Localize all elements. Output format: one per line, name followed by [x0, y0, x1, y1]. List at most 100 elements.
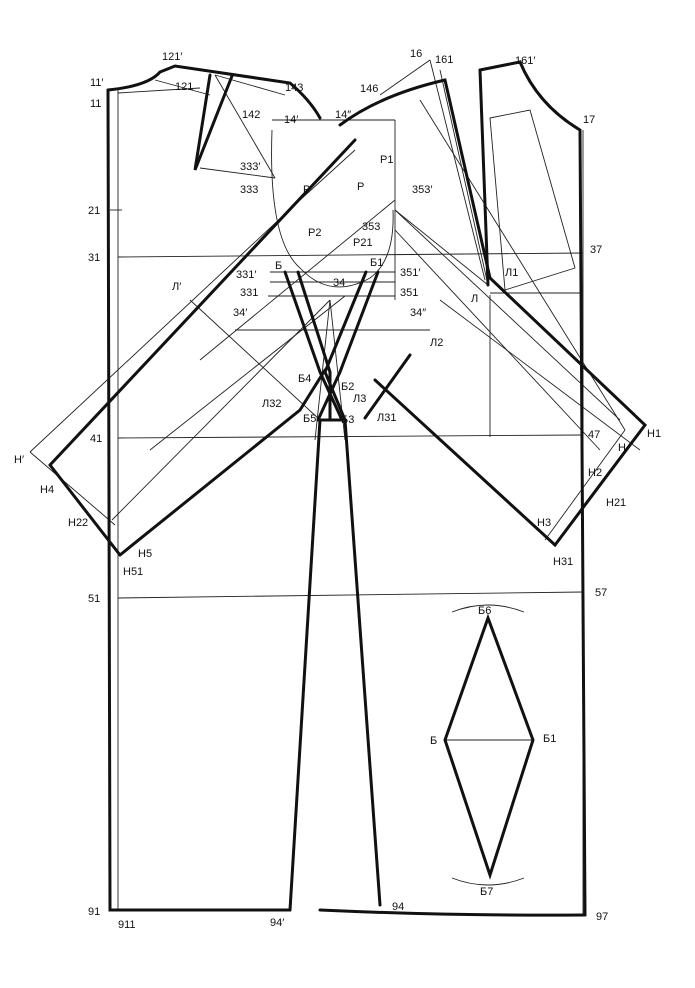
- shoulder-thin-1: [214, 74, 286, 96]
- label-16: 16: [410, 48, 422, 60]
- label-H3: Н3: [537, 517, 551, 529]
- label-P: Р: [357, 181, 364, 193]
- shoulder-16: [379, 59, 431, 96]
- label-B1d: Б1: [543, 733, 556, 745]
- sleeve-front-hem-thin: [544, 429, 626, 541]
- label-H: Н: [618, 442, 626, 454]
- label-911: 911: [118, 919, 136, 931]
- front-shoulder-rect: [489, 109, 576, 291]
- label-B6: Б6: [478, 605, 491, 617]
- label-H51: Н51: [123, 566, 143, 578]
- label-L: Л: [471, 293, 478, 305]
- label-11: 11: [90, 98, 101, 110]
- label-351: 351: [400, 287, 418, 299]
- label-H21: Н21: [606, 497, 626, 509]
- label-L32: Л32: [262, 398, 281, 410]
- center-panel: [288, 418, 382, 912]
- diag-L: [439, 299, 641, 451]
- label-B4: Б4: [298, 373, 311, 385]
- construction-lines: [29, 59, 641, 915]
- label-34p: 34′: [233, 307, 247, 319]
- diag-34: [149, 295, 346, 451]
- label-B1: Б1: [370, 257, 383, 269]
- label-B5: Б5: [303, 413, 316, 425]
- shoulder-121: [154, 79, 211, 96]
- sleeve-front-dart: [363, 353, 412, 420]
- sleeve-front-outer-thin: [419, 99, 626, 431]
- diag-P2: [199, 199, 396, 361]
- dart-thin-16: [429, 59, 486, 281]
- label-142: 142: [242, 109, 260, 121]
- label-34pp: 34″: [410, 307, 426, 319]
- label-121: 121: [175, 81, 193, 93]
- label-17: 17: [583, 114, 595, 126]
- sleeve-back-hem-thin: [29, 451, 116, 526]
- label-H4: Н4: [40, 484, 54, 496]
- label-47: 47: [588, 429, 600, 441]
- sleeve-back-top: [48, 138, 357, 467]
- cross-left-1: [283, 270, 344, 422]
- label-B7: Б7: [480, 886, 493, 898]
- label-331: 331: [240, 287, 258, 299]
- label-21: 21: [88, 205, 100, 217]
- label-353: 353: [362, 221, 380, 233]
- back-body-left-hem: [106, 88, 292, 912]
- label-34: 34: [333, 277, 345, 289]
- center-thin-1: [314, 299, 331, 441]
- line-41-47: [117, 434, 584, 439]
- label-L1: Л1: [505, 267, 518, 279]
- label-14p: 14′: [284, 114, 298, 126]
- dart-353: [394, 209, 489, 286]
- label-37: 37: [590, 244, 602, 256]
- label-41: 41: [90, 433, 102, 445]
- cross-right-1: [316, 270, 380, 422]
- label-57: 57: [595, 587, 607, 599]
- label-143: 143: [285, 82, 303, 94]
- label-B: Б: [275, 260, 282, 272]
- back-neck-shoulder: [106, 64, 322, 120]
- diag-353: [394, 229, 601, 451]
- label-331p: 331′: [236, 269, 256, 281]
- label-161p: 161′: [515, 55, 535, 67]
- label-H5: Н5: [138, 548, 152, 560]
- label-H22: Н22: [68, 517, 88, 529]
- label-51: 51: [88, 593, 100, 605]
- front-hem: [318, 908, 587, 917]
- line-51-57: [117, 591, 584, 599]
- sleeve-back-under-thin: [111, 299, 331, 521]
- label-94p: 94′: [270, 917, 284, 929]
- label-B2: Б2: [341, 381, 354, 393]
- back-shoulder-dart: [193, 73, 234, 171]
- label-P1: Р1: [380, 154, 393, 166]
- cross-right-2: [323, 270, 368, 422]
- label-91: 91: [88, 906, 100, 918]
- front-dart-line: [478, 68, 490, 287]
- label-333p: 333′: [240, 161, 260, 173]
- label-351p: 351′: [400, 267, 420, 279]
- label-31: 31: [88, 252, 100, 264]
- label-146: 146: [360, 83, 378, 95]
- dart-thin-161: [439, 69, 489, 286]
- label-353p: 353′: [412, 184, 432, 196]
- label-H1: Н1: [647, 428, 661, 440]
- label-L31: Л31: [377, 412, 396, 424]
- dart-333p: [199, 167, 276, 179]
- label-333: 333: [240, 184, 258, 196]
- arc-B6: [451, 604, 525, 613]
- label-97: 97: [596, 911, 608, 923]
- label-161: 161: [435, 54, 453, 66]
- label-B3: Б3: [341, 414, 354, 426]
- label-P2: Р2: [308, 227, 321, 239]
- pattern-outlines: [48, 60, 648, 917]
- diamond-gusset: [443, 613, 535, 880]
- point-labels: 121′ 11′ 121 11 143 142 14′ 14″ 146 16 1…: [14, 48, 661, 931]
- label-L3: Л3: [353, 393, 366, 405]
- label-11p: 11′: [90, 77, 103, 89]
- label-121p: 121′: [162, 51, 182, 63]
- label-P21: Р21: [353, 237, 373, 249]
- label-H2: Н2: [588, 467, 602, 479]
- label-Bd: Б: [430, 735, 437, 747]
- label-Lp: Л′: [172, 281, 181, 293]
